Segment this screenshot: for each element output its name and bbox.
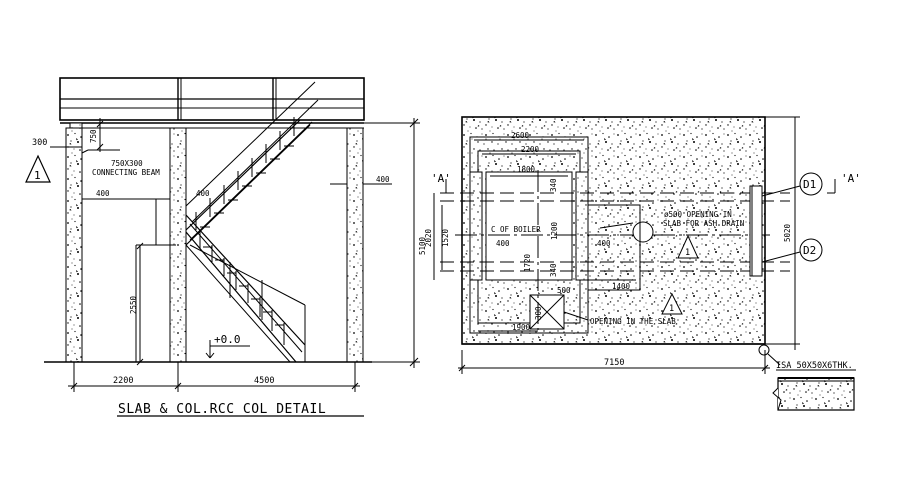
dim-300-plan: 300	[534, 306, 543, 320]
dim-300: 300	[32, 138, 47, 148]
dim-2200-plan: 2200	[521, 145, 540, 154]
section-a-right: 'A'	[841, 172, 861, 185]
dim-2020: 2020	[424, 228, 433, 247]
dim-750: 750	[89, 129, 98, 143]
stair-lower	[185, 214, 306, 363]
dim-400-plan-b: 400	[597, 239, 611, 248]
dim-500: 500	[557, 286, 571, 295]
plan-marker-1-number: 1	[685, 248, 690, 258]
dim-1200: 1200	[550, 221, 559, 240]
dim-2600: 2600	[511, 131, 530, 140]
ground-level: +0.0	[214, 333, 241, 346]
plan-marker-2-number: 1	[669, 304, 674, 314]
right-column	[346, 127, 364, 363]
plan-labels: 2600 2200 1800 2020 1520 1200 1720 340 3…	[424, 131, 861, 371]
beam-size-label: 750X300	[111, 159, 143, 168]
drawing-title: SLAB & COL.RCC COL DETAIL	[118, 402, 326, 417]
isa-angle-section	[777, 377, 855, 411]
dim-2550: 2550	[129, 295, 138, 314]
dim-2200: 2200	[113, 376, 133, 386]
dim-340-top: 340	[549, 178, 558, 192]
dim-1800: 1800	[517, 165, 536, 174]
ash-drain-opening	[632, 221, 654, 243]
plan-view	[433, 116, 856, 411]
opening-in-slab-label: OPENING IN THE SLAB	[590, 317, 676, 326]
isa-angle-label: ISA 50X50X6THK.	[776, 361, 853, 371]
dim-340-bottom: 340	[549, 263, 558, 277]
plan-marker-triangle-1	[677, 234, 699, 259]
connecting-beam-label: CONNECTING BEAM	[92, 168, 160, 177]
dim-1400: 1400	[612, 282, 631, 291]
section-marker-triangle	[25, 154, 51, 183]
elevation-labels: 300 750 750X300 CONNECTING BEAM 400 400 …	[32, 129, 427, 417]
dim-5020: 5020	[783, 223, 792, 242]
dim-400-left: 400	[96, 189, 110, 198]
left-column	[65, 127, 83, 363]
dim-400-right: 400	[376, 175, 390, 184]
dim-400-plan-a: 400	[496, 239, 510, 248]
stair-upper	[185, 81, 319, 246]
callout-d2-label: D2	[803, 244, 816, 257]
callout-d1-label: D1	[803, 178, 816, 191]
dim-1720: 1720	[523, 253, 532, 272]
dim-400-stair: 400	[196, 189, 210, 198]
dim-7150: 7150	[604, 358, 624, 368]
dim-1520: 1520	[441, 228, 450, 247]
callout-d1	[799, 172, 823, 196]
ash-drain-label-1: ø500 OPENING IN	[664, 210, 732, 219]
elevation-view	[25, 77, 420, 417]
plan-marker-triangle-2	[661, 292, 683, 315]
boiler-center-label: C OF BOILER	[491, 225, 541, 234]
dim-1900: 1900	[512, 323, 531, 332]
dim-5100: 5100	[418, 236, 427, 255]
ash-drain-label-2: SLAB FOR ASH DRAIN	[663, 219, 744, 228]
section-a-left: 'A'	[431, 172, 451, 185]
section-marker-number: 1	[34, 169, 41, 182]
dim-4500: 4500	[254, 376, 274, 386]
callout-d2	[799, 238, 823, 262]
